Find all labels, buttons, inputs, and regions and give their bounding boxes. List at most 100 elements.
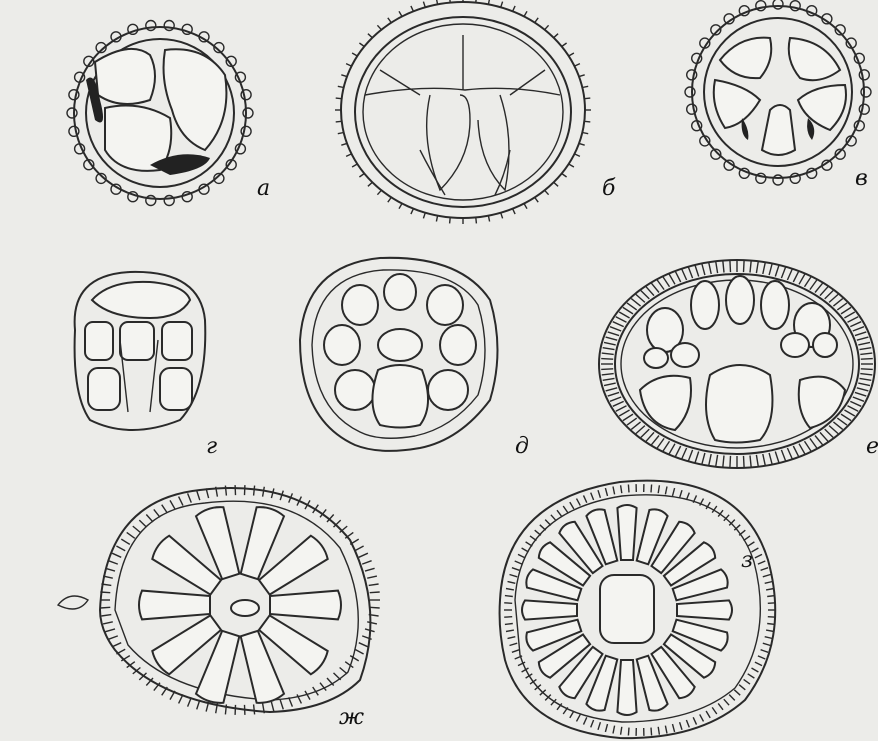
edge-tooth bbox=[554, 34, 558, 38]
edge-tooth bbox=[750, 261, 751, 273]
edge-scallop bbox=[67, 108, 77, 118]
edge-tooth bbox=[621, 485, 622, 493]
edge-scallop bbox=[69, 126, 79, 136]
edge-tooth bbox=[669, 274, 675, 284]
edge-tooth bbox=[787, 269, 792, 280]
edge-tooth bbox=[562, 43, 567, 47]
edge-tooth bbox=[651, 283, 659, 292]
edge-scallop bbox=[687, 70, 697, 80]
edge-tooth bbox=[575, 64, 580, 67]
edge-tooth bbox=[545, 25, 549, 29]
edge-tooth bbox=[100, 592, 110, 593]
edge-tooth bbox=[513, 6, 516, 11]
edge-tooth bbox=[604, 342, 616, 345]
edge-scallop bbox=[164, 21, 174, 31]
edge-tooth bbox=[602, 374, 614, 375]
edge-tooth bbox=[646, 432, 654, 441]
edge-tooth bbox=[706, 711, 710, 718]
edge-tooth bbox=[657, 438, 664, 448]
edge-tooth bbox=[603, 348, 615, 350]
edge-tooth bbox=[399, 204, 402, 209]
edge-scallop bbox=[69, 90, 79, 100]
edge-tooth bbox=[522, 548, 529, 552]
edge-tooth bbox=[619, 312, 629, 318]
edge-tooth bbox=[570, 711, 574, 718]
edge-tooth bbox=[116, 546, 125, 551]
edge-tooth bbox=[100, 607, 110, 608]
edge-tooth bbox=[105, 568, 115, 571]
edge-tooth bbox=[598, 722, 600, 730]
edge-tooth bbox=[108, 636, 117, 639]
edge-tooth bbox=[346, 154, 351, 157]
edge-scallop bbox=[146, 21, 156, 31]
edge-tooth bbox=[763, 454, 766, 466]
edge-tooth bbox=[352, 53, 357, 56]
edge-tooth bbox=[793, 271, 798, 282]
edge-tooth bbox=[820, 432, 828, 441]
edge-tooth bbox=[686, 720, 689, 727]
edge-tooth bbox=[608, 392, 619, 396]
edge-tooth bbox=[763, 643, 771, 645]
edge-tooth bbox=[450, 0, 451, 3]
edge-tooth bbox=[334, 673, 341, 680]
edge-tooth bbox=[377, 190, 381, 194]
edge-tooth bbox=[368, 34, 372, 38]
edge-scallop bbox=[164, 196, 174, 206]
edge-tooth bbox=[388, 197, 392, 202]
edge-tooth bbox=[734, 690, 740, 695]
edge-tooth bbox=[399, 11, 402, 16]
edge-tooth bbox=[768, 603, 776, 604]
edge-tooth bbox=[718, 703, 723, 709]
edge-tooth bbox=[504, 603, 512, 604]
edge-tooth bbox=[855, 332, 866, 336]
edge-tooth bbox=[748, 542, 755, 546]
edge-tooth bbox=[646, 287, 654, 296]
edge-tooth bbox=[825, 429, 834, 437]
edge-tooth bbox=[254, 486, 255, 496]
edge-tooth bbox=[810, 280, 817, 290]
edge-tooth bbox=[289, 697, 293, 706]
edge-tooth bbox=[526, 542, 533, 546]
edge-tooth bbox=[505, 624, 513, 625]
edge-tooth bbox=[116, 649, 125, 654]
edge-tooth bbox=[591, 493, 594, 500]
edge-tooth bbox=[767, 624, 775, 625]
edge-tooth bbox=[411, 6, 414, 11]
edge-tooth bbox=[688, 450, 692, 461]
edge-tooth bbox=[510, 643, 518, 645]
edge-tooth bbox=[744, 679, 750, 684]
edge-tooth bbox=[761, 568, 769, 571]
edge-tooth bbox=[605, 724, 607, 732]
edge-tooth bbox=[673, 488, 675, 496]
edge-tooth bbox=[627, 303, 637, 310]
edge-tooth bbox=[658, 485, 659, 493]
edge-tooth bbox=[641, 291, 650, 299]
edge-tooth bbox=[340, 668, 348, 674]
edge-tooth bbox=[112, 553, 121, 557]
edge-tooth bbox=[850, 401, 861, 406]
edge-tooth bbox=[508, 637, 516, 639]
edge-tooth bbox=[535, 197, 539, 202]
edge-tooth bbox=[562, 174, 567, 178]
edge-tooth bbox=[628, 728, 629, 736]
label-a: а bbox=[257, 176, 270, 201]
edge-tooth bbox=[139, 520, 146, 527]
edge-tooth bbox=[338, 86, 344, 87]
edge-tooth bbox=[488, 216, 489, 222]
edge-tooth bbox=[853, 397, 864, 401]
edge-tooth bbox=[841, 307, 851, 314]
edge-tooth bbox=[610, 327, 621, 331]
edge-tooth bbox=[724, 699, 729, 705]
edge-tooth bbox=[658, 727, 659, 735]
edge-tooth bbox=[767, 596, 775, 597]
edge-tooth bbox=[563, 506, 568, 513]
edge-tooth bbox=[765, 637, 773, 639]
edge-tooth bbox=[105, 629, 115, 632]
edge-tooth bbox=[709, 454, 712, 466]
edge-tooth bbox=[505, 596, 513, 597]
edge-tooth bbox=[336, 121, 342, 122]
edge-tooth bbox=[121, 539, 130, 544]
edge-tooth bbox=[112, 643, 121, 647]
edge-tooth bbox=[501, 2, 503, 8]
